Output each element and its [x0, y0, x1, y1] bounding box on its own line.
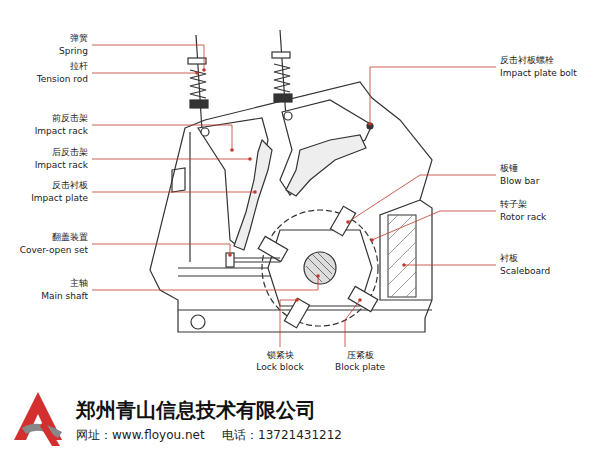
part-label: 板锤	[500, 163, 518, 174]
part-label: Impact rack	[35, 126, 88, 137]
part-label: Lock block	[256, 362, 303, 373]
part-label: 锁紧块	[267, 350, 294, 361]
company-logo	[14, 392, 62, 446]
part-label: 弹簧	[70, 33, 88, 44]
part-label: Tension rod	[37, 74, 88, 85]
phone: 电话：13721431212	[222, 428, 342, 442]
part-label: Main shaft	[41, 291, 88, 302]
part-label: Blow bar	[500, 176, 539, 187]
rotor	[258, 206, 378, 328]
part-label: Impact plate bolt	[500, 68, 577, 79]
part-label: 压紧板	[347, 350, 374, 361]
rear-impact-rack	[280, 100, 373, 196]
front-impact-rack	[198, 118, 272, 250]
housing	[150, 82, 432, 332]
part-label: Block plate	[335, 362, 385, 373]
part-label: Rotor rack	[500, 212, 546, 223]
part-label: Impact plate	[31, 193, 88, 204]
part-label: Scaleboard	[500, 266, 550, 277]
part-label: 反击衬板螺栓	[500, 55, 554, 66]
part-label: 拉杆	[70, 61, 88, 72]
part-label: Spring	[59, 46, 88, 57]
part-label: 翻盖装置	[52, 232, 88, 243]
cover-open-set	[226, 253, 280, 267]
leader-lines	[92, 45, 496, 347]
part-label: 后反击架	[52, 147, 88, 158]
part-label: 前反击架	[52, 113, 88, 124]
part-label: 主轴	[70, 278, 88, 289]
part-label: 转子架	[500, 199, 527, 210]
part-label: Cover-open set	[20, 245, 88, 256]
part-label: 衬板	[500, 253, 518, 264]
leader-dots	[195, 68, 406, 302]
company-name: 郑州青山信息技术有限公司	[76, 398, 316, 422]
part-label: 反击衬板	[52, 180, 88, 191]
part-label: Impact rack	[35, 160, 88, 171]
website: 网址：www.floyou.net	[76, 428, 205, 442]
